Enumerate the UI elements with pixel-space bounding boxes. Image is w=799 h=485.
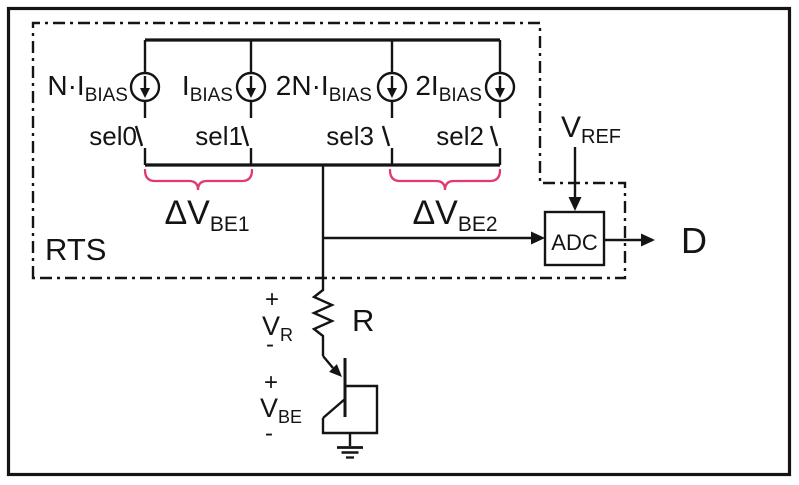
- switch-label: sel1: [195, 121, 243, 151]
- outer-frame: [6, 6, 792, 477]
- current-source-icon: [484, 71, 516, 103]
- emitter-arrow: [322, 355, 334, 369]
- emitter-arrow-head: [329, 364, 342, 377]
- ground-icon: [337, 433, 363, 459]
- vref-label: VREF: [561, 111, 621, 148]
- vr-minus: -: [266, 331, 274, 358]
- adc-input-arrow-head: [531, 231, 545, 245]
- switch-icon: [240, 125, 250, 147]
- current-source-label: N·IBIAS: [47, 70, 128, 106]
- current-source-label: 2N·IBIAS: [276, 70, 372, 106]
- switch-icon: [134, 125, 144, 147]
- switch-icon: [489, 125, 499, 147]
- switch-icon: [381, 125, 391, 147]
- current-source-branch-3: 2N·IBIAS sel3: [276, 40, 408, 165]
- down-arrow-head: [495, 88, 505, 98]
- current-source-branch-1: N·IBIAS sel0: [47, 40, 161, 165]
- output-d-label: D: [681, 220, 707, 261]
- bjt-transistor-icon: [321, 358, 379, 435]
- bjt-collector: [322, 398, 346, 419]
- current-source-icon: [235, 71, 267, 103]
- vbe-minus: -: [265, 420, 273, 447]
- resistor-label: R: [352, 303, 374, 338]
- vr-plus: +: [265, 286, 279, 313]
- current-source-icon: [129, 71, 161, 103]
- rts-boundary: [31, 21, 627, 280]
- adc-label: ADC: [551, 230, 598, 255]
- down-arrow-head: [387, 88, 397, 98]
- adc-box: [543, 210, 606, 267]
- delta-vbe2-label: ΔVBE2: [412, 194, 497, 236]
- current-source-label: 2IBIAS: [415, 70, 482, 106]
- bjt-body: [321, 384, 379, 435]
- vref-arrow-head: [568, 197, 582, 211]
- vbe-label: VBE: [260, 393, 302, 427]
- vr-label: VR: [262, 311, 293, 345]
- current-source-branch-4: 2IBIAS sel2: [415, 40, 516, 165]
- current-source-branch-2: IBIAS sel1: [182, 40, 267, 165]
- delta-vbe2-brace: [388, 168, 502, 191]
- vbe-plus: +: [264, 369, 278, 396]
- current-source-icon: [376, 71, 408, 103]
- resistor-icon: [311, 165, 335, 356]
- adc-block: ADC: [543, 210, 606, 267]
- current-source-label: IBIAS: [182, 70, 233, 106]
- delta-vbe1-brace: [143, 168, 254, 191]
- switch-label: sel3: [326, 121, 374, 151]
- delta-vbe1-label: ΔVBE1: [164, 194, 249, 236]
- switch-label: sel0: [89, 121, 137, 151]
- switch-label: sel2: [436, 121, 484, 151]
- rts-label: RTS: [45, 232, 106, 267]
- down-arrow-head: [246, 88, 256, 98]
- adc-output-arrow-head: [641, 233, 655, 247]
- down-arrow-head: [140, 88, 150, 98]
